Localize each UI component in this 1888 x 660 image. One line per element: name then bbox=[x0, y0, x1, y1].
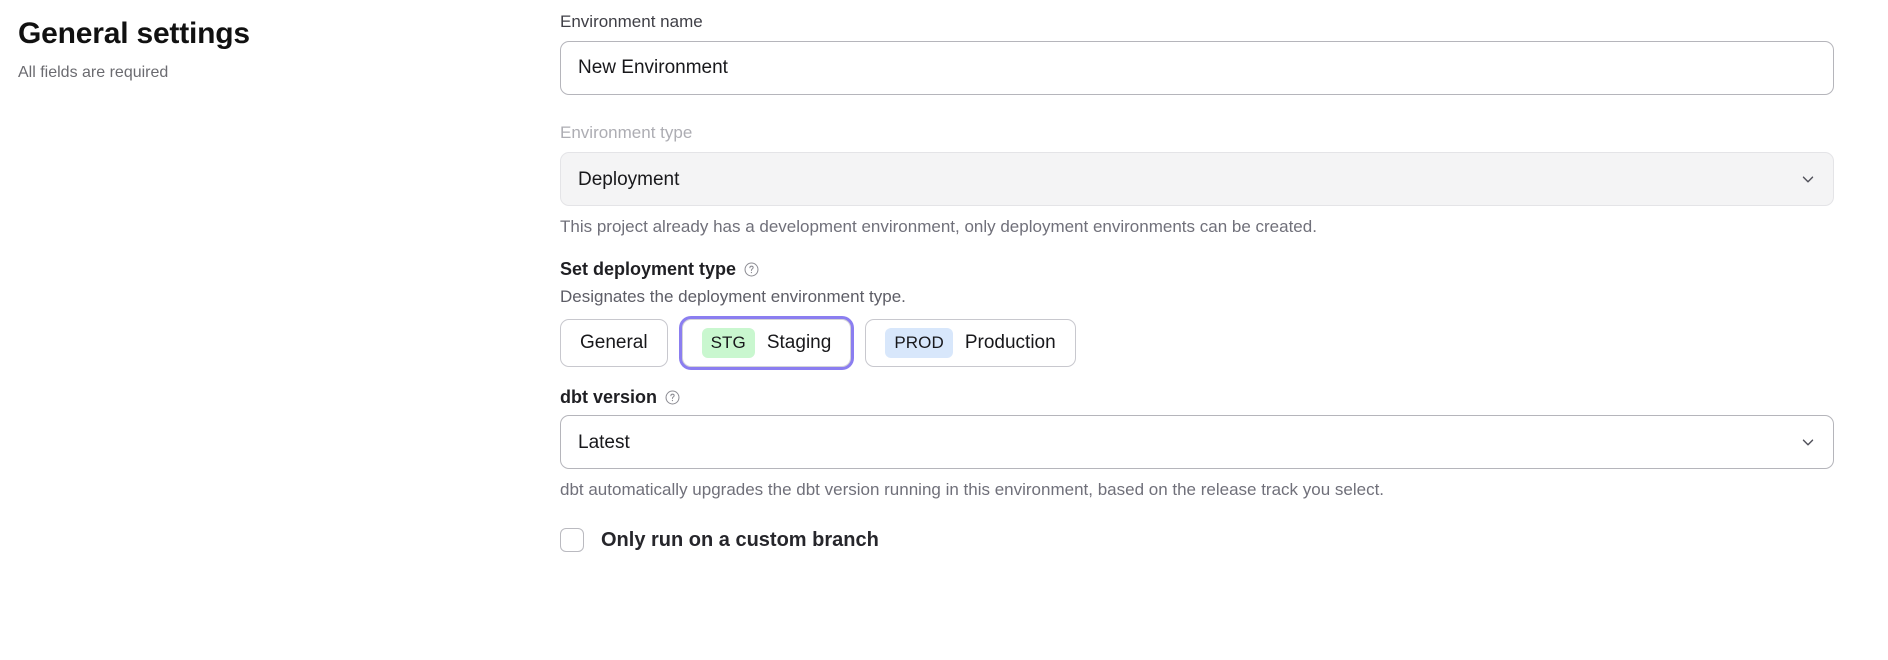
spacer bbox=[560, 367, 1834, 385]
deployment-type-option-general-label: General bbox=[580, 332, 648, 353]
production-badge: PROD bbox=[885, 328, 953, 358]
chevron-down-icon bbox=[1799, 433, 1817, 451]
deployment-type-description: Designates the deployment environment ty… bbox=[560, 287, 906, 306]
deployment-type-option-staging[interactable]: STG Staging bbox=[681, 319, 852, 367]
environment-type-help-text: This project already has a development e… bbox=[560, 217, 1317, 236]
staging-badge: STG bbox=[701, 328, 755, 358]
dbt-version-select[interactable]: Latest bbox=[560, 415, 1834, 469]
chevron-down-icon bbox=[1799, 170, 1817, 188]
custom-branch-label[interactable]: Only run on a custom branch bbox=[601, 528, 879, 551]
deployment-type-field: Set deployment type Designates the deplo… bbox=[560, 257, 1834, 367]
dbt-version-field: dbt version Latest dbt automatica bbox=[560, 385, 1834, 502]
environment-type-label: Environment type bbox=[560, 123, 693, 142]
deployment-type-option-general[interactable]: General bbox=[560, 319, 668, 367]
environment-type-value: Deployment bbox=[578, 168, 680, 190]
environment-name-input[interactable] bbox=[560, 41, 1834, 95]
environment-name-label: Environment name bbox=[560, 12, 703, 31]
question-circle-icon[interactable] bbox=[664, 389, 681, 406]
custom-branch-checkbox[interactable] bbox=[560, 528, 584, 552]
dbt-version-help-text: dbt automatically upgrades the dbt versi… bbox=[560, 480, 1385, 499]
environment-type-field: Environment type Deployment This project… bbox=[560, 121, 1834, 239]
dbt-version-value: Latest bbox=[578, 431, 630, 453]
question-circle-icon[interactable] bbox=[743, 261, 760, 278]
spacer bbox=[560, 95, 1834, 121]
dbt-version-label: dbt version bbox=[560, 387, 658, 407]
deployment-type-option-production-label: Production bbox=[964, 332, 1056, 353]
page-title: General settings bbox=[18, 17, 250, 50]
deployment-type-options: General STG Staging PROD Production bbox=[560, 319, 1834, 367]
environment-name-field: Environment name bbox=[560, 10, 1834, 95]
deployment-type-label: Set deployment type bbox=[560, 259, 737, 279]
page-subtitle: All fields are required bbox=[18, 64, 169, 81]
spacer bbox=[560, 239, 1834, 257]
custom-branch-row[interactable]: Only run on a custom branch bbox=[560, 528, 1834, 552]
dbt-version-label-row: dbt version bbox=[560, 385, 1834, 409]
deployment-type-option-production[interactable]: PROD Production bbox=[865, 319, 1076, 367]
deployment-type-option-staging-label: Staging bbox=[766, 332, 832, 353]
general-settings-form: Environment name Environment type Deploy… bbox=[560, 0, 1870, 660]
environment-type-select[interactable]: Deployment bbox=[560, 152, 1834, 206]
deployment-type-label-row: Set deployment type bbox=[560, 257, 1834, 281]
settings-intro-column: General settings All fields are required bbox=[0, 0, 560, 660]
